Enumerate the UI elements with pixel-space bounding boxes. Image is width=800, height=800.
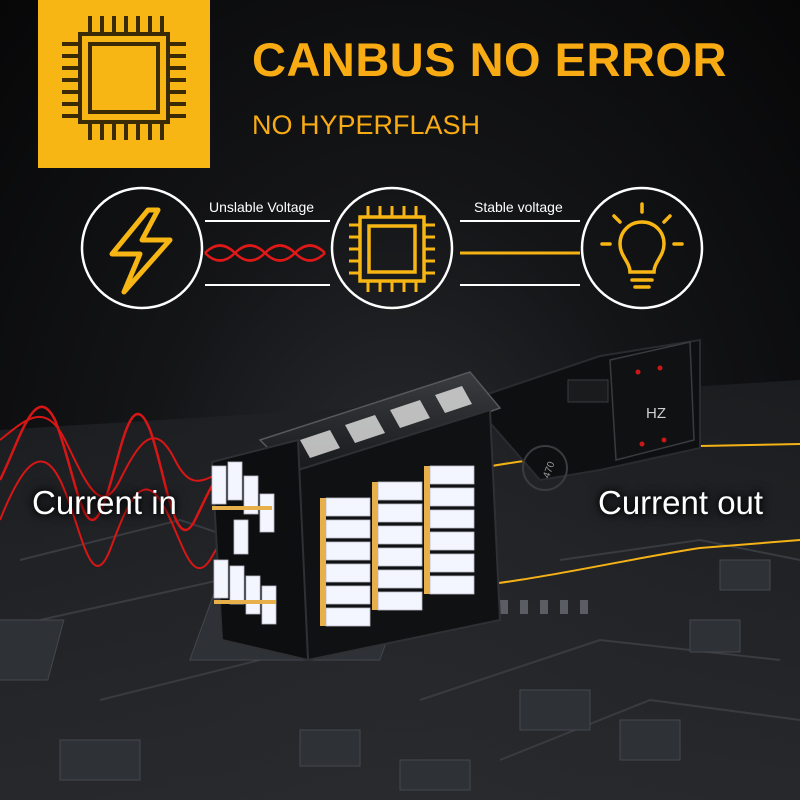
bulb-icon xyxy=(600,202,684,289)
headline: CANBUS NO ERROR xyxy=(252,33,727,86)
voltage-flow-diagram xyxy=(80,186,704,310)
bulb-marking-hz: HZ xyxy=(646,405,666,422)
chip-badge xyxy=(38,0,210,168)
lightning-icon xyxy=(109,207,173,295)
lightning-circle xyxy=(80,186,204,310)
current-out-label: Current out xyxy=(598,484,764,521)
bulb-circle xyxy=(580,186,704,310)
current-in-wave xyxy=(0,405,236,531)
current-in-label: Current in xyxy=(32,484,177,521)
stable-voltage-label: Stable voltage xyxy=(474,199,563,215)
unstable-voltage-label: Unslable Voltage xyxy=(209,199,315,215)
subheadline: NO HYPERFLASH xyxy=(252,110,481,140)
chip-circle xyxy=(330,186,454,310)
chip-icon xyxy=(62,16,186,140)
